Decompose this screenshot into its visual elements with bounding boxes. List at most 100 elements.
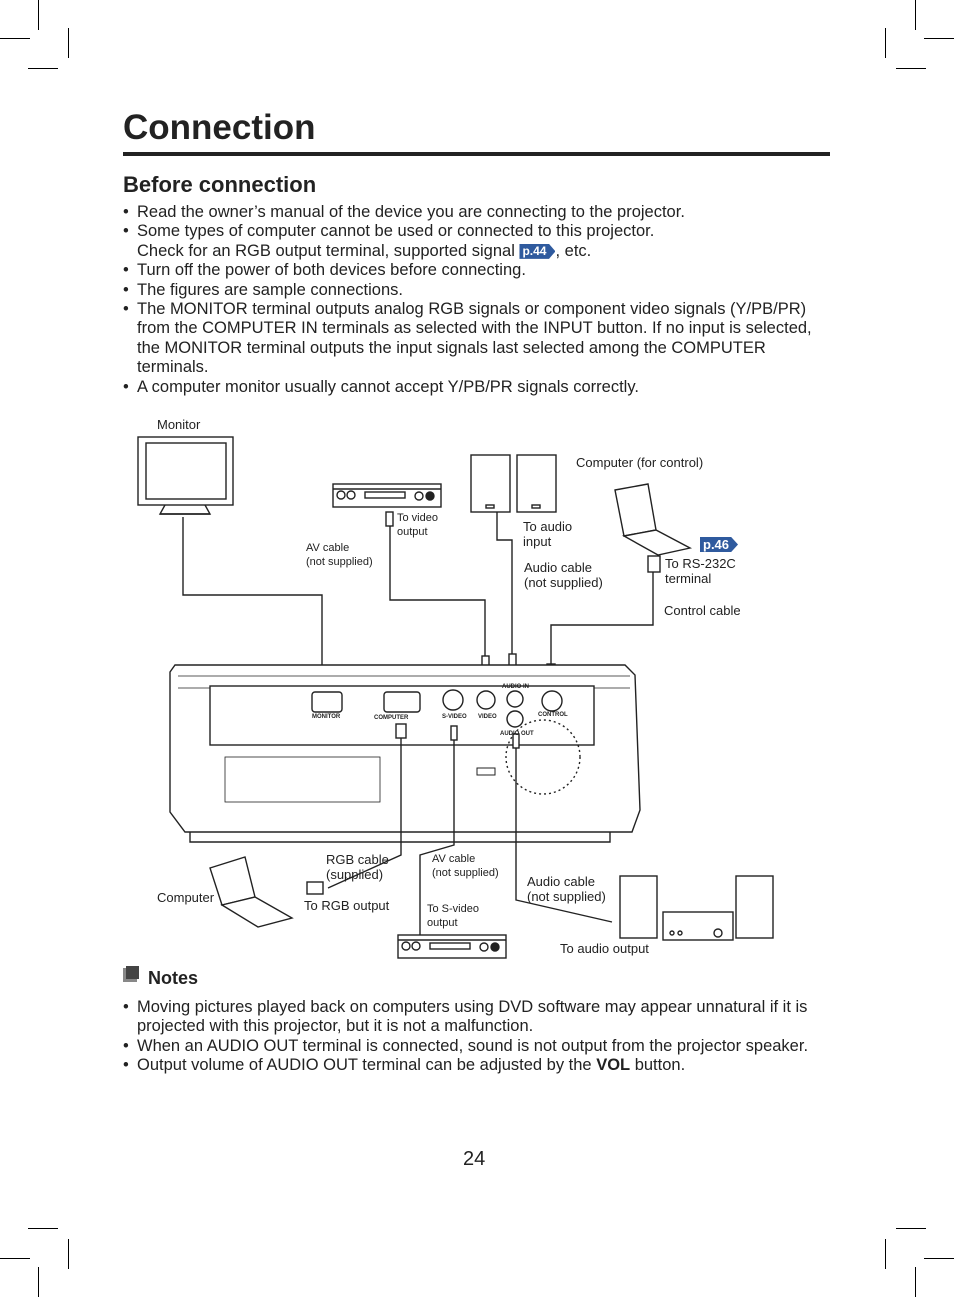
amplifier-icon — [662, 911, 734, 941]
list-item: The MONITOR terminal outputs analog RGB … — [123, 300, 823, 378]
label-av-cable-bottom: AV cable (not supplied) — [432, 852, 499, 880]
speaker-icon — [516, 454, 557, 513]
list-item: Moving pictures played back on computers… — [123, 998, 823, 1037]
list-item: Output volume of AUDIO OUT terminal can … — [123, 1056, 823, 1076]
label-line: (not supplied) — [306, 556, 373, 568]
label-to-video-output: To video output — [397, 511, 438, 539]
label-to-audio-output: To audio output — [560, 941, 649, 956]
list-item-text: Turn off the power of both devices befor… — [137, 261, 526, 280]
crop-mark — [915, 0, 916, 30]
label-to-rgb-output: To RGB output — [304, 898, 390, 913]
list-item-text: Check for an RGB output terminal, suppor… — [137, 241, 520, 260]
port-label-video: VIDEO — [478, 714, 497, 720]
label-audio-cable-top: Audio cable(not supplied) — [524, 560, 603, 590]
list-item: Read the owner’s manual of the device yo… — [123, 203, 823, 223]
label-line: Audio cable — [524, 560, 592, 575]
list-item-text: Output volume of AUDIO OUT terminal can … — [137, 1056, 597, 1075]
crop-mark — [68, 28, 69, 58]
label-line: To audio — [523, 519, 573, 534]
label-line: output — [397, 526, 428, 538]
port-label-control: CONTROL — [538, 712, 568, 718]
label-line: To RS-232C — [665, 556, 736, 571]
crop-mark — [28, 68, 58, 69]
list-item-text: A computer monitor usually cannot accept… — [137, 377, 639, 396]
crop-mark — [924, 38, 954, 39]
list-item: Turn off the power of both devices befor… — [123, 261, 823, 281]
label-line: (not supplied) — [527, 889, 606, 904]
list-item-text: Some types of computer cannot be used or… — [137, 222, 655, 241]
crop-mark — [885, 1239, 886, 1269]
notes-list: Moving pictures played back on computers… — [123, 998, 823, 1076]
video-player-icon — [332, 483, 442, 508]
list-item-bold-text: VOL — [596, 1056, 631, 1075]
label-computer-control: Computer (for control) — [576, 455, 704, 470]
video-player-icon — [397, 934, 507, 959]
list-item: A computer monitor usually cannot accept… — [123, 377, 823, 398]
list-item-text: button. — [630, 1056, 686, 1075]
label-line: input — [523, 534, 552, 549]
list-item-text: , etc. — [555, 241, 592, 260]
list-item: The figures are sample connections. — [123, 280, 823, 301]
section-heading: Before connection — [123, 172, 317, 197]
crop-mark — [885, 28, 886, 58]
label-line: RGB cable — [326, 852, 389, 867]
list-item-text: The MONITOR terminal outputs analog RGB … — [137, 300, 812, 377]
list-item-text: When an AUDIO OUT terminal is connected,… — [137, 1036, 809, 1055]
speaker-icon — [619, 875, 658, 939]
port-label-audio-out: AUDIO OUT — [500, 731, 534, 737]
crop-mark — [924, 1258, 954, 1259]
label-line: (supplied) — [326, 867, 384, 882]
crop-mark — [38, 0, 39, 30]
label-line: AV cable — [306, 542, 350, 554]
connection-diagram-svg — [137, 436, 774, 959]
label-line: output — [427, 917, 458, 929]
list-item-text: The figures are sample connections. — [137, 280, 403, 299]
port-label-computer: COMPUTER — [374, 715, 409, 721]
label-line: AV cable — [432, 853, 476, 865]
list-item-text: Read the owner’s manual of the device yo… — [137, 203, 685, 221]
crop-mark — [915, 1267, 916, 1297]
page-reference-link[interactable]: p.46 — [700, 537, 739, 552]
speaker-icon — [470, 454, 511, 513]
label-line: To S-video — [427, 903, 479, 915]
crop-mark — [0, 38, 30, 39]
crop-mark — [38, 1267, 39, 1297]
label-control-cable: Control cable — [664, 603, 741, 618]
crop-mark — [896, 1228, 926, 1229]
speaker-icon — [735, 875, 774, 939]
laptop-icon — [209, 856, 256, 906]
label-line: (not supplied) — [524, 575, 603, 590]
page-reference-link[interactable]: p.44 — [519, 243, 556, 259]
label-line: (not supplied) — [432, 867, 499, 879]
page-number: 24 — [463, 1148, 486, 1170]
list-item-text-line2: Check for an RGB output terminal, suppor… — [137, 242, 823, 261]
before-connection-list: Read the owner’s manual of the device yo… — [123, 203, 823, 397]
crop-mark — [896, 68, 926, 69]
port-label-audio-in: AUDIO IN — [502, 684, 529, 690]
crop-mark — [28, 1228, 58, 1229]
crop-mark — [0, 1258, 30, 1259]
port-label-monitor: MONITOR — [312, 714, 341, 720]
label-line: Audio cable — [527, 874, 595, 889]
notes-icon — [123, 966, 139, 982]
laptop-icon — [614, 483, 657, 537]
label-rgb-cable: RGB cable(supplied) — [326, 852, 389, 882]
title-rule — [123, 152, 830, 156]
list-item-text: Moving pictures played back on computers… — [137, 998, 808, 1036]
label-audio-cable-bottom: Audio cable(not supplied) — [527, 874, 606, 904]
label-line: To video — [397, 512, 438, 524]
page-title: Connection — [123, 108, 316, 147]
label-to-svideo-output: To S-video output — [427, 902, 479, 930]
label-monitor: Monitor — [157, 417, 201, 432]
label-computer: Computer — [157, 890, 215, 905]
label-line: terminal — [665, 571, 712, 586]
connection-diagram: Monitor Computer (for control) To video o… — [0, 405, 954, 970]
port-label-svideo: S-VIDEO — [442, 714, 467, 720]
crop-mark — [68, 1239, 69, 1269]
list-item: Some types of computer cannot be used or… — [123, 222, 823, 261]
label-av-cable-top: AV cable (not supplied) — [306, 541, 373, 569]
list-item: When an AUDIO OUT terminal is connected,… — [123, 1036, 823, 1057]
notes-heading: Notes — [148, 968, 199, 988]
